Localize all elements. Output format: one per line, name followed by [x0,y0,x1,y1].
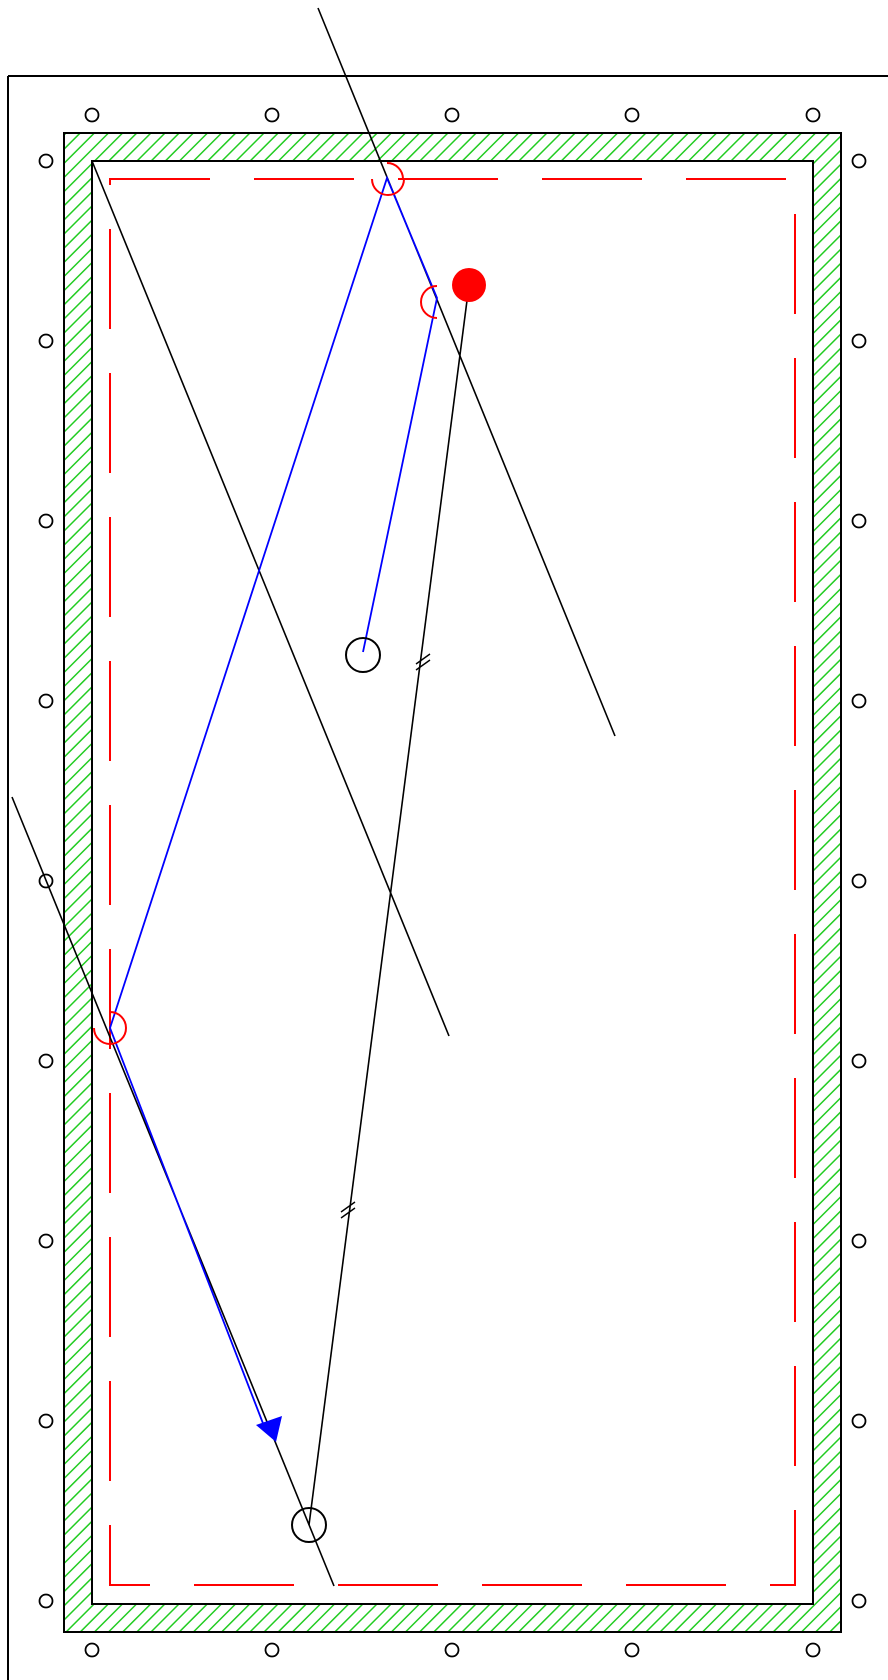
diamond-right-2 [851,333,867,349]
equal-mark-1a [415,653,431,665]
diamond-bottom-4 [624,1642,640,1658]
cue-ball-path-line [109,175,438,1427]
diamond-bottom-1 [84,1642,100,1658]
path-arrow-icon [256,1416,282,1442]
diamond-left-9 [38,1593,54,1609]
equal-mark-1b [415,659,431,671]
object-ball-line [308,284,470,1526]
cushion [63,132,842,1633]
contact-arc-left-rail-2 [109,1011,127,1029]
reference-line-top [317,7,616,737]
diamond-right-3 [851,513,867,529]
diamond-top-4 [624,107,640,123]
contact-arc-left-rail [93,1027,127,1045]
diamond-left-6 [38,1053,54,1069]
aiming-lines [11,7,616,1587]
reference-line-diagonal [91,160,450,1037]
diamond-bottom-3 [444,1642,460,1658]
diamond-top-1 [84,107,100,123]
cushion-outer-edge [63,132,842,1633]
cue-ball-path [109,175,438,1442]
diamond-right-7 [851,1233,867,1249]
diamond-right-9 [851,1593,867,1609]
contact-arc-top-rail-2 [386,162,404,180]
contact-arcs [93,162,438,1045]
cushion-hatch [64,133,841,1632]
contact-arc-top-rail [371,178,405,196]
diamond-left-3 [38,513,54,529]
diamond-right-6 [851,1053,867,1069]
diamond-top-3 [444,107,460,123]
diamond-top-5 [805,107,821,123]
equal-mark-2a [340,1201,356,1213]
outer-frame [7,75,888,1680]
diamond-left-7 [38,1233,54,1249]
equal-mark-2b [340,1207,356,1219]
diamond-left-1 [38,153,54,169]
ball-center-boundary [109,178,796,1586]
object-ball [452,268,486,302]
diamond-right-4 [851,693,867,709]
diamond-markers [38,107,867,1658]
diamond-left-8 [38,1413,54,1429]
playing-surface-edge [91,160,814,1605]
diamond-bottom-2 [264,1642,280,1658]
diamond-left-4 [38,693,54,709]
diamond-left-2 [38,333,54,349]
cue-ball-start [345,637,381,673]
diamond-bottom-5 [805,1642,821,1658]
ghost-ball [291,1507,327,1543]
diamond-right-8 [851,1413,867,1429]
balls [291,268,486,1543]
diamond-right-5 [851,873,867,889]
contact-arc-object-ball [420,285,438,319]
diamond-right-1 [851,153,867,169]
diamond-top-2 [264,107,280,123]
